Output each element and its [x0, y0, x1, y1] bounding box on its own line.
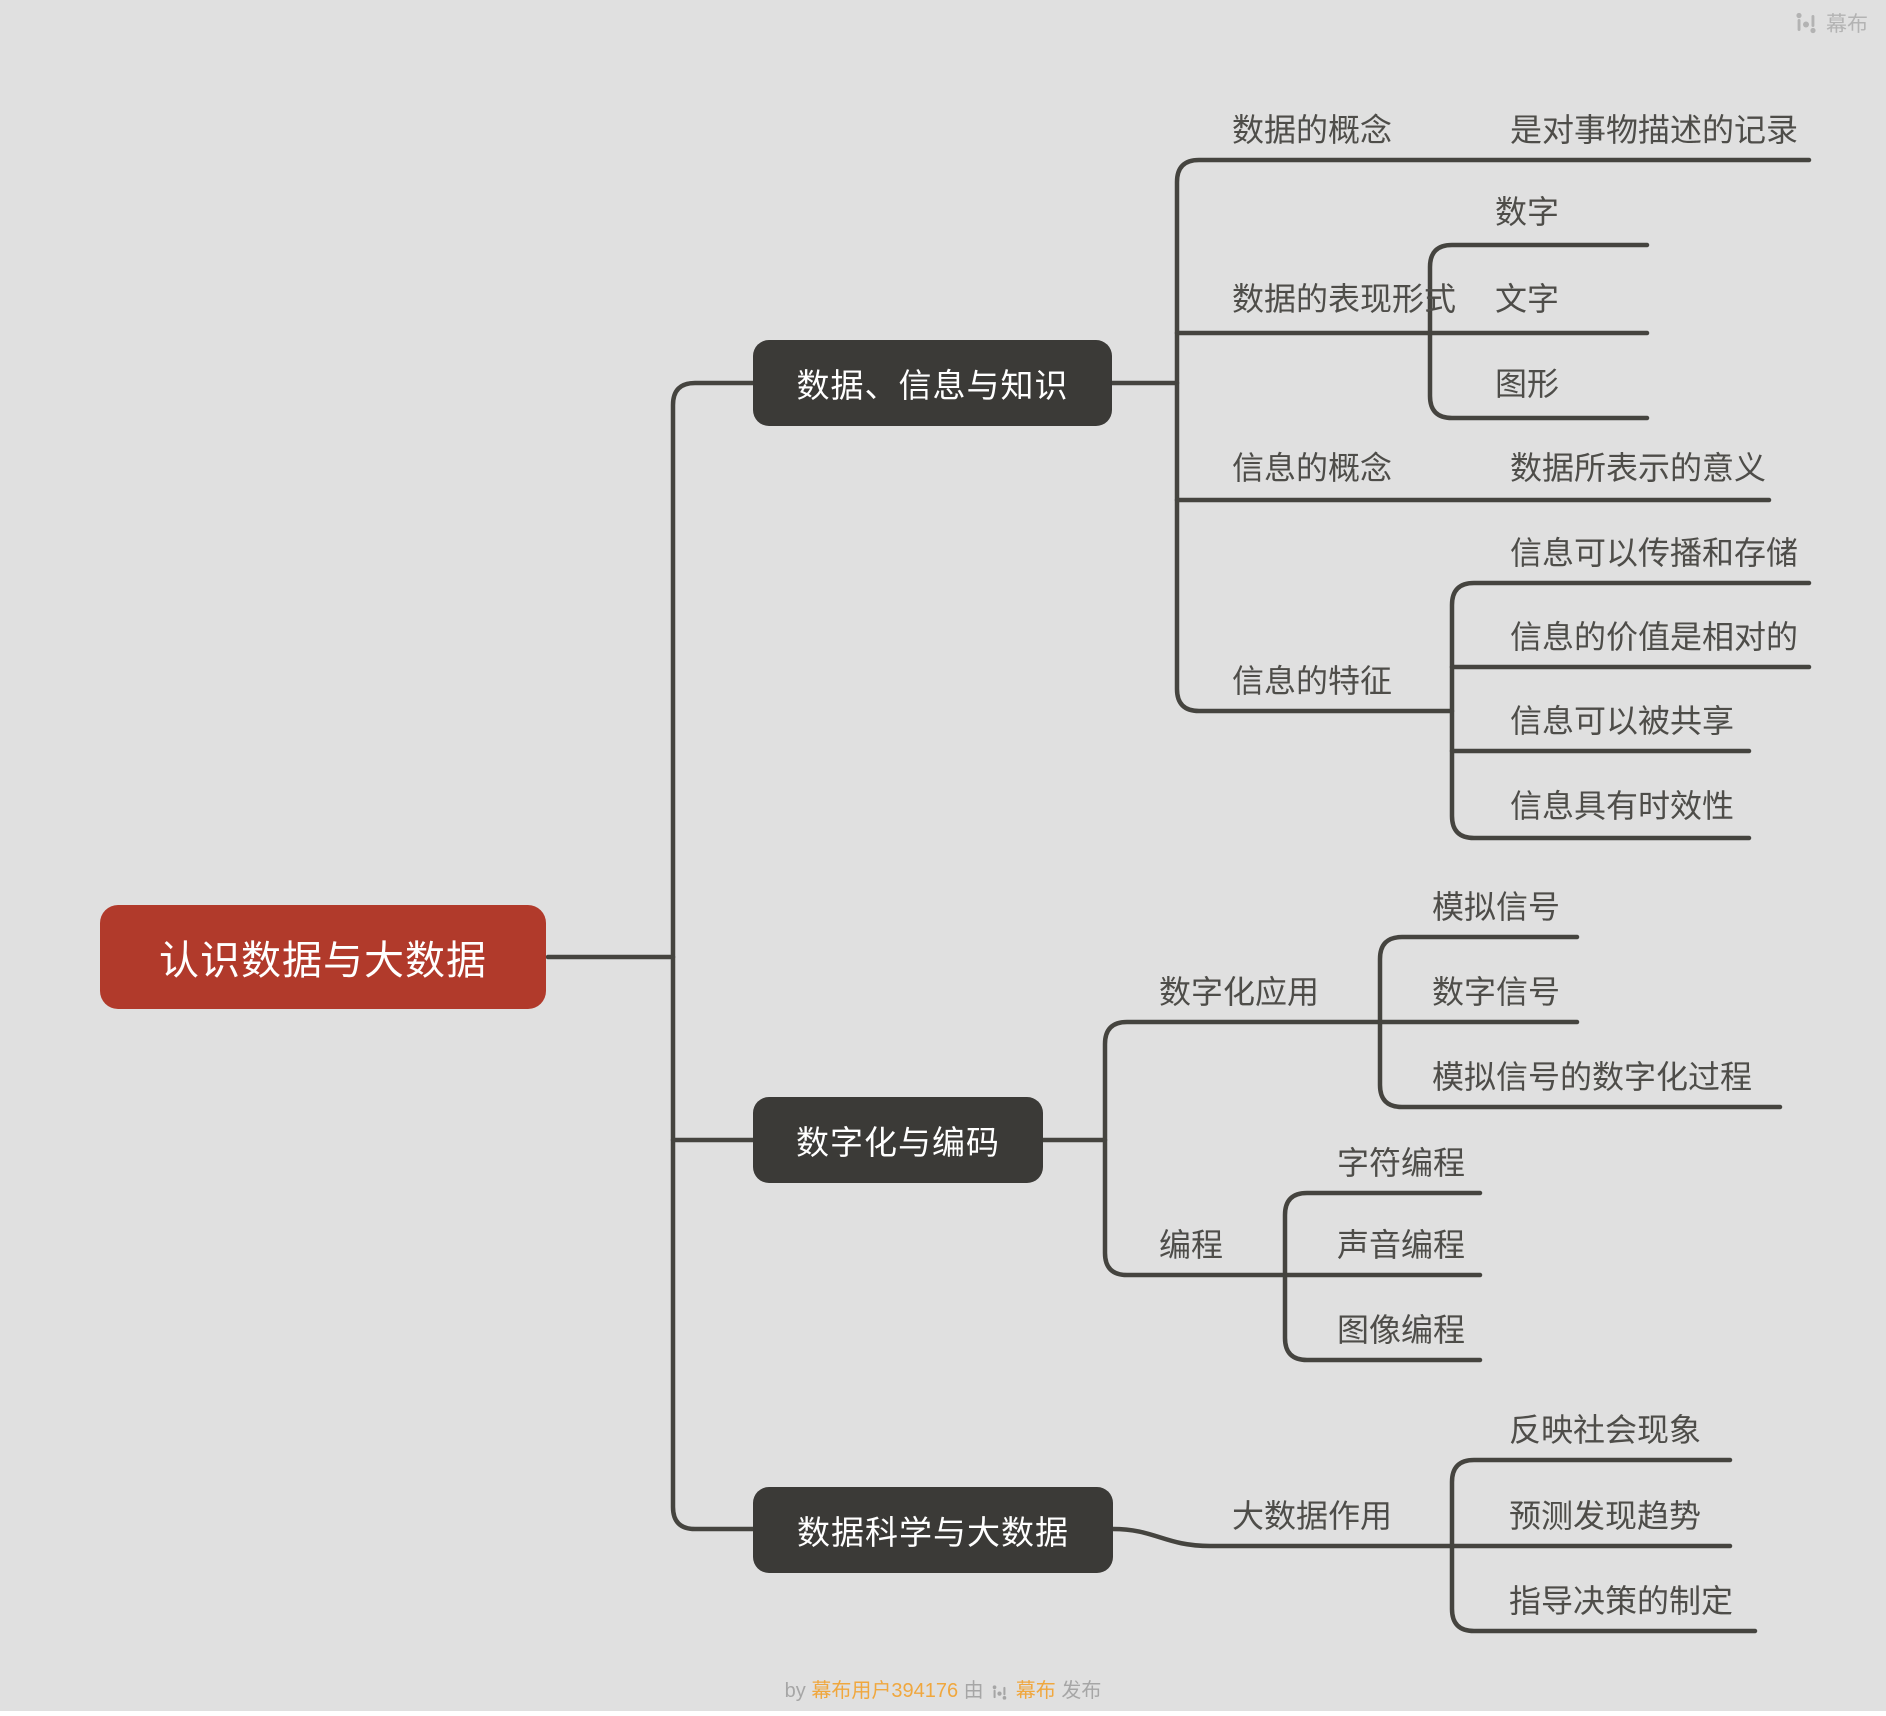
- footer-via-text: 由: [963, 1680, 984, 1702]
- node-label-digital-signal[interactable]: 数字信号: [1432, 974, 1561, 1010]
- node-label-data-concept[interactable]: 数据的概念: [1232, 112, 1393, 148]
- branch-node-data-science-bigdata[interactable]: 数据科学与大数据: [753, 1487, 1113, 1573]
- node-label-analog-signal[interactable]: 模拟信号: [1432, 889, 1561, 925]
- node-label-info-value-relative[interactable]: 信息的价值是相对的: [1510, 619, 1799, 655]
- node-label-char-coding[interactable]: 字符编程: [1337, 1145, 1466, 1181]
- node-label-info-shareable[interactable]: 信息可以被共享: [1510, 703, 1735, 739]
- publish-footer: by 幕布用户394176 由 幕布 发布: [0, 1674, 1886, 1707]
- node-label-image-coding[interactable]: 图像编程: [1337, 1312, 1466, 1348]
- node-label-info-spread-store[interactable]: 信息可以传播和存储: [1510, 535, 1799, 571]
- node-label-number[interactable]: 数字: [1495, 194, 1560, 230]
- node-label-sound-coding[interactable]: 声音编程: [1337, 1227, 1466, 1263]
- node-label-digitization-process[interactable]: 模拟信号的数字化过程: [1432, 1059, 1753, 1095]
- footer-by-text: by: [784, 1680, 806, 1702]
- root-node[interactable]: 认识数据与大数据: [100, 905, 546, 1009]
- mubu-logo-icon-small: [991, 1684, 1008, 1707]
- node-label-info-features[interactable]: 信息的特征: [1232, 663, 1393, 699]
- footer-publish-text: 发布: [1061, 1680, 1102, 1702]
- node-label-info-concept[interactable]: 信息的概念: [1232, 450, 1393, 486]
- node-label-data-forms[interactable]: 数据的表现形式: [1232, 281, 1457, 317]
- node-label-meaning-of-data[interactable]: 数据所表示的意义: [1510, 450, 1767, 486]
- node-label-guide-decisions[interactable]: 指导决策的制定: [1509, 1583, 1734, 1619]
- mubu-brandmark[interactable]: 幕布: [1794, 8, 1868, 38]
- node-label-text[interactable]: 文字: [1495, 281, 1560, 317]
- node-label-digitization-apps[interactable]: 数字化应用: [1159, 974, 1320, 1010]
- mubu-brand-text: 幕布: [1826, 13, 1868, 36]
- footer-brand-link[interactable]: 幕布: [1015, 1680, 1056, 1702]
- node-label-reflect-society[interactable]: 反映社会现象: [1509, 1412, 1702, 1448]
- footer-user-link[interactable]: 幕布用户394176: [811, 1680, 959, 1702]
- node-label-info-timeliness[interactable]: 信息具有时效性: [1510, 788, 1735, 824]
- bottom-white-strip: [0, 1711, 1886, 1716]
- node-label-bigdata-role[interactable]: 大数据作用: [1232, 1498, 1393, 1534]
- branch-node-digitization-encoding[interactable]: 数字化与编码: [753, 1097, 1043, 1183]
- node-label-predict-trends[interactable]: 预测发现趋势: [1509, 1498, 1702, 1534]
- branch-node-data-info-knowledge[interactable]: 数据、信息与知识: [753, 340, 1112, 426]
- node-label-programming[interactable]: 编程: [1159, 1227, 1224, 1263]
- node-label-graphic[interactable]: 图形: [1495, 366, 1560, 402]
- mubu-logo-icon: [1794, 11, 1818, 35]
- node-label-record-of-things[interactable]: 是对事物描述的记录: [1510, 112, 1799, 148]
